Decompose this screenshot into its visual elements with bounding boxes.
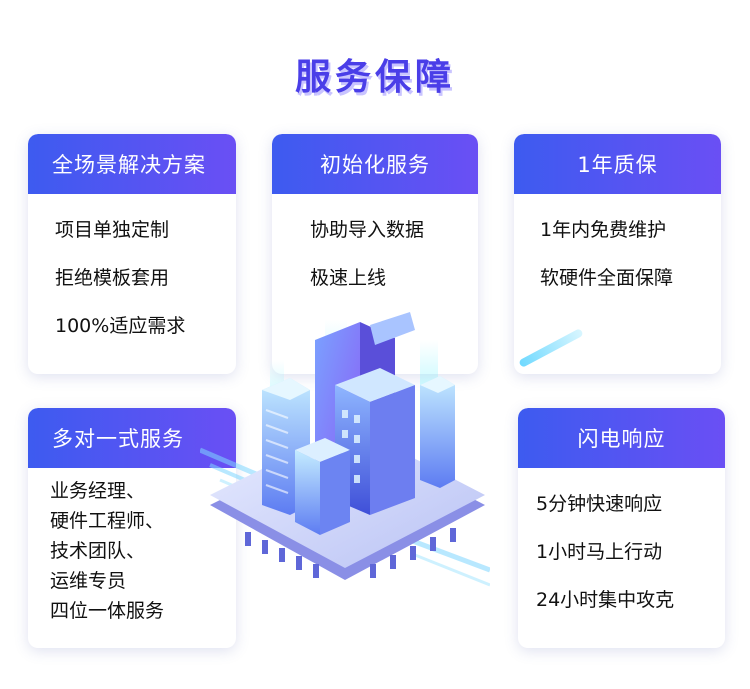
card-one-year-warranty: 1年质保 1年内免费维护 软硬件全面保障 <box>514 134 721 374</box>
card-header: 1年质保 <box>514 134 721 194</box>
light-streak-decoration <box>518 328 584 368</box>
list-item: 1年内免费维护 <box>540 219 667 241</box>
list-item: 硬件工程师、 <box>50 510 165 532</box>
list-item: 软硬件全面保障 <box>540 267 674 289</box>
list-item: 业务经理、 <box>50 480 146 502</box>
card-body: 1年内免费维护 软硬件全面保障 <box>514 194 721 302</box>
card-header: 初始化服务 <box>272 134 478 194</box>
list-item: 5分钟快速响应 <box>536 493 663 515</box>
card-body: 项目单独定制 拒绝模板套用 100%适应需求 <box>28 194 236 350</box>
card-body: 业务经理、 硬件工程师、 技术团队、 运维专员 四位一体服务 <box>28 468 236 626</box>
list-item: 1小时马上行动 <box>536 541 663 563</box>
chip-board-top <box>210 425 485 568</box>
list-item: 24小时集中攻克 <box>536 589 675 611</box>
chip-board-base <box>210 435 485 580</box>
card-many-to-one-service: 多对一式服务 业务经理、 硬件工程师、 技术团队、 运维专员 四位一体服务 <box>28 408 236 648</box>
card-header: 闪电响应 <box>518 408 725 468</box>
card-body: 协助导入数据 极速上线 <box>272 194 478 302</box>
list-item: 拒绝模板套用 <box>55 267 170 289</box>
list-item: 运维专员 <box>50 570 127 592</box>
card-full-scene-solution: 全场景解决方案 项目单独定制 拒绝模板套用 100%适应需求 <box>28 134 236 374</box>
light-rays-decoration <box>200 447 490 587</box>
card-header: 多对一式服务 <box>28 408 236 468</box>
list-item: 项目单独定制 <box>55 219 170 241</box>
list-item: 四位一体服务 <box>50 600 165 622</box>
list-item: 极速上线 <box>310 267 387 289</box>
card-initialization-service: 初始化服务 协助导入数据 极速上线 <box>272 134 478 374</box>
chip-pins <box>245 528 456 578</box>
list-item: 协助导入数据 <box>310 219 425 241</box>
card-header: 全场景解决方案 <box>28 134 236 194</box>
card-body: 5分钟快速响应 1小时马上行动 24小时集中攻克 <box>518 468 725 624</box>
card-lightning-response: 闪电响应 5分钟快速响应 1小时马上行动 24小时集中攻克 <box>518 408 725 648</box>
page-title: 服务保障 <box>294 57 455 98</box>
list-item: 技术团队、 <box>50 540 146 562</box>
list-item: 100%适应需求 <box>55 315 186 337</box>
